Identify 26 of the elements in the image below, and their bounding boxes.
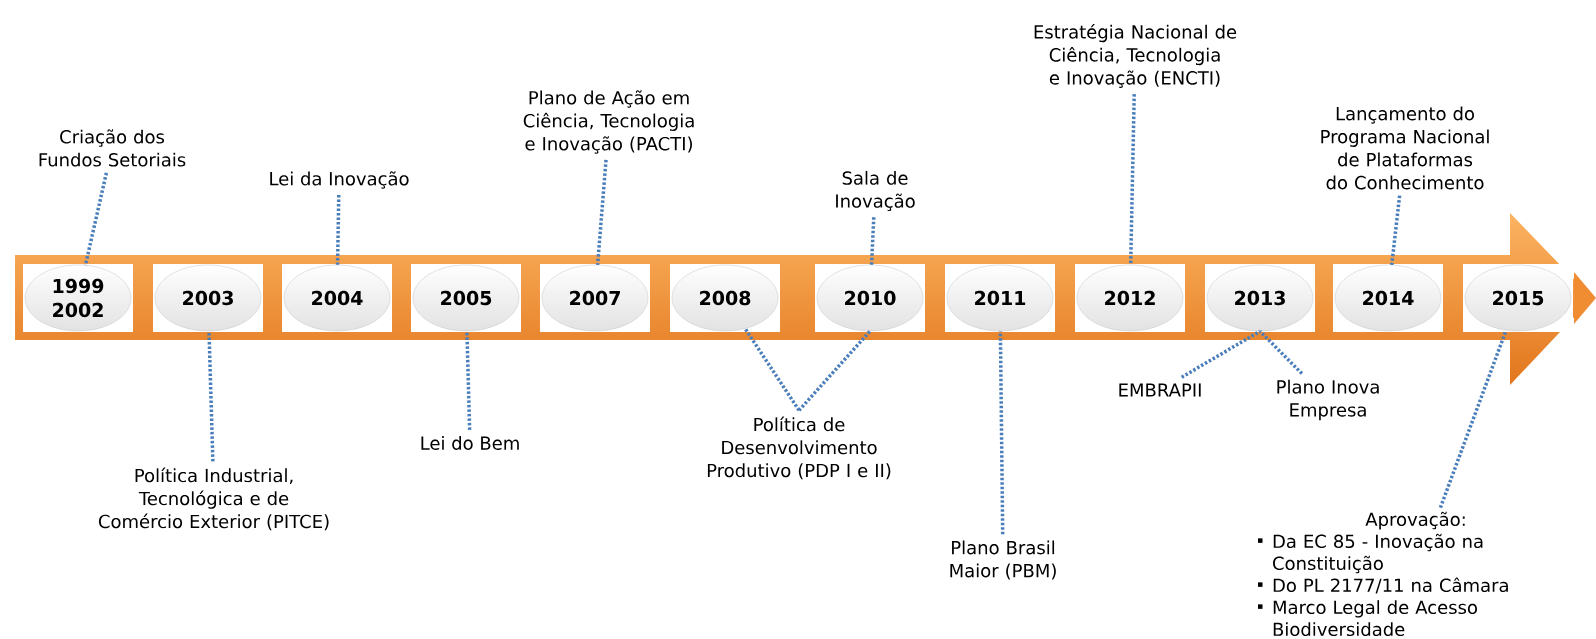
leader-line — [595, 159, 608, 265]
event-label: Plano Inova Empresa — [1277, 379, 1379, 421]
event-label: Lei da Inovação — [270, 171, 409, 189]
leader-line — [465, 331, 472, 430]
bullet-list: Aprovação: Da EC 85 - Inovação na Constituição Do PL 2177/11 na Câmara Marco Legal de Acesso Biodiversidade — [1258, 511, 1508, 637]
leader-line — [207, 331, 215, 462]
leader-line — [335, 194, 341, 265]
leader-line — [1390, 195, 1402, 266]
leader-line — [743, 327, 801, 412]
leader-line — [998, 331, 1005, 535]
event-label: Lançamento do Programa Nacional de Plataformas do Conhecimento — [1321, 106, 1489, 190]
event-label: Sala de Inovação — [836, 170, 915, 212]
event-label: Plano de Ação em Ciência, Tecnologia e Inovação (PACTI) — [523, 90, 694, 154]
event-label: EMBRAPII — [1119, 383, 1201, 397]
leader-line — [1258, 329, 1304, 375]
leader-line — [1128, 94, 1136, 265]
leader-line — [797, 330, 872, 412]
leader-line — [83, 172, 109, 266]
leader-line — [869, 217, 876, 265]
leader-line — [1180, 329, 1261, 379]
event-label: Criação dos Fundos Setoriais — [39, 129, 186, 167]
event-label: Estratégia Nacional de Ciência, Tecnologia e Inovação (ENCTI) — [1034, 24, 1237, 88]
event-label: Política de Desenvolvimento Produtivo (PDP I e II) — [707, 416, 891, 480]
event-label: Política Industrial, Tecnológica e de Comércio Exterior (PITCE) — [98, 467, 329, 531]
event-label: Lei do Bem — [421, 436, 519, 450]
event-label: Plano Brasil Maior (PBM) — [950, 540, 1056, 580]
